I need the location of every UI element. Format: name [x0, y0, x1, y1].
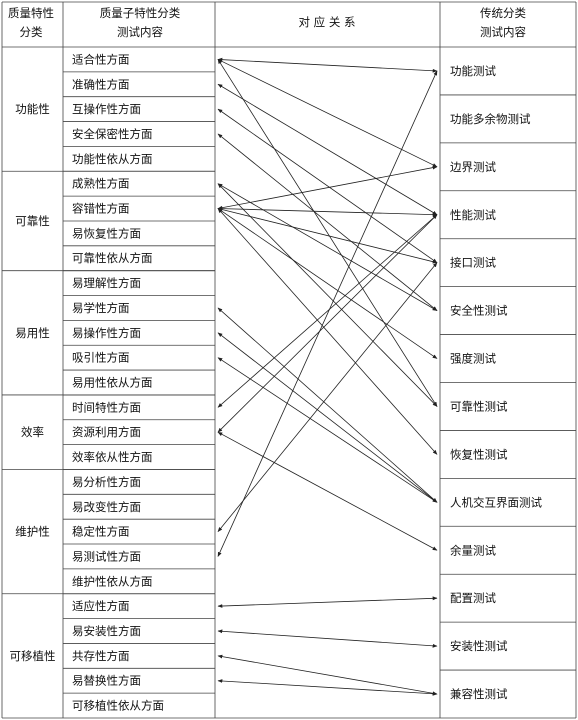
subcharacteristic-label: 共存性方面 — [72, 649, 130, 663]
category-label: 维护性 — [15, 525, 50, 539]
relation-arrow — [217, 629, 438, 648]
relation-arrow — [217, 357, 438, 503]
traditional-test-label: 边界测试 — [450, 160, 496, 174]
traditional-test-label: 接口测试 — [450, 256, 496, 270]
header-sub-line1: 质量子特性分类 — [100, 6, 181, 20]
relation-arrow — [217, 207, 438, 264]
subcharacteristic-label: 维护性依从方面 — [72, 574, 153, 588]
traditional-test-label: 强度测试 — [450, 352, 496, 366]
relation-arrow — [217, 133, 438, 311]
subcharacteristic-label: 互操作性方面 — [72, 102, 141, 116]
subcharacteristic-label: 可靠性依从方面 — [72, 251, 153, 265]
subcharacteristic-label: 易分析性方面 — [72, 475, 141, 489]
relation-arrow — [217, 208, 438, 359]
subcharacteristic-label: 准确性方面 — [72, 77, 130, 91]
subcharacteristic-label: 易学性方面 — [72, 301, 130, 315]
traditional-test-label: 人机交互界面测试 — [450, 495, 542, 509]
subcharacteristic-label: 适应性方面 — [72, 599, 130, 613]
subcharacteristic-label: 效率依从性方面 — [72, 450, 153, 464]
relation-arrow — [217, 214, 438, 408]
subcharacteristic-label: 易理解性方面 — [72, 276, 141, 290]
relation-arrow — [217, 57, 438, 73]
subcharacteristic-label: 吸引性方面 — [72, 351, 130, 365]
subcharacteristic-label: 易改变性方面 — [72, 500, 141, 514]
subcharacteristic-label: 适合性方面 — [72, 52, 130, 66]
relation-arrow — [217, 59, 438, 168]
traditional-test-label: 安装性测试 — [450, 639, 508, 653]
category-label: 可靠性 — [15, 214, 50, 228]
relation-arrow — [217, 654, 438, 696]
relation-arrow — [217, 108, 438, 264]
category-label: 易用性 — [15, 326, 50, 340]
relation-arrow — [217, 165, 438, 210]
subcharacteristic-label: 易替换性方面 — [72, 674, 141, 688]
traditional-test-label: 性能测试 — [450, 208, 496, 222]
traditional-test-labels: 功能测试功能多余物测试边界测试性能测试接口测试安全性测试强度测试可靠性测试恢复性… — [450, 64, 542, 701]
subcharacteristic-label: 易恢复性方面 — [72, 226, 141, 240]
header-category-line2: 分类 — [20, 25, 43, 39]
relation-arrows — [217, 57, 438, 696]
subcharacteristic-label: 可移植性依从方面 — [72, 699, 164, 713]
subcharacteristic-labels: 适合性方面准确性方面互操作性方面安全保密性方面功能性依从方面成熟性方面容错性方面… — [72, 52, 164, 712]
traditional-test-label: 恢复性测试 — [450, 447, 508, 461]
relation-arrow — [217, 59, 438, 407]
traditional-test-label: 功能测试 — [450, 64, 496, 78]
subcharacteristic-label: 容错性方面 — [72, 202, 130, 216]
header-category-line1: 质量特性 — [8, 6, 54, 20]
subcharacteristic-label: 易安装性方面 — [72, 624, 141, 638]
header-trad-line2: 测试内容 — [480, 25, 526, 39]
relation-arrow — [217, 183, 438, 407]
relation-arrow — [217, 679, 438, 696]
traditional-test-label: 余量测试 — [450, 543, 496, 557]
traditional-test-label: 兼容性测试 — [450, 687, 508, 701]
subcharacteristic-label: 成熟性方面 — [72, 177, 130, 191]
subcharacteristic-label: 安全保密性方面 — [72, 127, 153, 141]
header-sub-line2: 测试内容 — [117, 25, 163, 39]
traditional-test-label: 可靠性测试 — [450, 399, 508, 413]
header-trad-line1: 传统分类 — [480, 6, 526, 20]
subcharacteristic-label: 功能性依从方面 — [72, 152, 153, 166]
subcharacteristic-label: 易测试性方面 — [72, 549, 141, 563]
relation-arrow — [217, 206, 438, 217]
subcharacteristic-label: 时间特性方面 — [72, 400, 141, 414]
subcharacteristic-label: 易用性依从方面 — [72, 376, 153, 390]
traditional-test-label: 配置测试 — [450, 591, 496, 605]
relation-arrow — [217, 83, 438, 216]
relation-arrow — [217, 307, 438, 503]
category-label: 可移植性 — [10, 649, 56, 663]
traditional-test-label: 功能多余物测试 — [450, 112, 531, 126]
category-label: 效率 — [21, 425, 44, 439]
subcharacteristic-label: 稳定性方面 — [72, 525, 130, 539]
category-label: 功能性 — [15, 102, 50, 116]
relation-arrow — [217, 596, 438, 608]
subcharacteristic-label: 资源利用方面 — [72, 425, 141, 439]
subcharacteristic-label: 易操作性方面 — [72, 326, 141, 340]
header-relation: 对 应 关 系 — [299, 15, 356, 29]
relation-arrow — [217, 70, 438, 557]
traditional-test-label: 安全性测试 — [450, 304, 508, 318]
